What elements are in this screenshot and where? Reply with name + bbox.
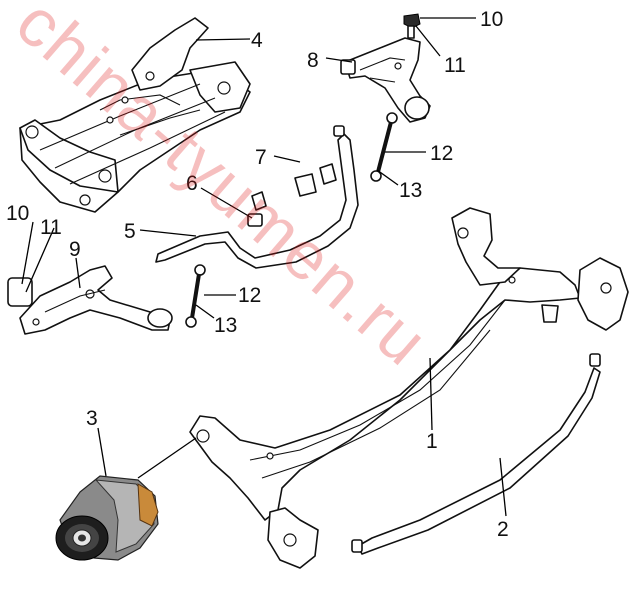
front-subframe [19, 17, 251, 213]
leader-lines [21, 17, 507, 517]
callout-13-right: 13 [399, 179, 422, 202]
callout-3: 3 [86, 407, 98, 430]
callout-8: 8 [307, 49, 319, 72]
callout-5: 5 [124, 220, 136, 243]
rear-beam-bushing [55, 475, 159, 561]
callouts: 4 8 10 11 12 13 7 6 5 10 11 9 12 13 1 2 … [6, 8, 509, 541]
callout-13-left: 13 [214, 314, 237, 337]
callout-12-left: 12 [238, 284, 261, 307]
callout-1: 1 [426, 430, 438, 453]
ball-joint [403, 13, 421, 39]
rear-torsion-beam [189, 207, 629, 569]
callout-11-right: 11 [444, 54, 466, 77]
control-arm-right [340, 37, 431, 123]
stabilizer-link-left [185, 264, 206, 328]
callout-2: 2 [497, 518, 509, 541]
callout-7: 7 [255, 146, 267, 169]
control-arm-left [7, 265, 173, 335]
callout-6: 6 [186, 172, 198, 195]
stabilizer-bushing [251, 163, 337, 211]
callout-10-left: 10 [6, 202, 29, 225]
callout-10-right: 10 [480, 8, 503, 31]
callout-9: 9 [69, 238, 81, 261]
callout-11-left: 11 [40, 216, 62, 239]
callout-12-right: 12 [430, 142, 453, 165]
callout-4: 4 [251, 29, 263, 52]
stabilizer-link-right [370, 112, 398, 182]
panhard-rod [351, 353, 601, 555]
